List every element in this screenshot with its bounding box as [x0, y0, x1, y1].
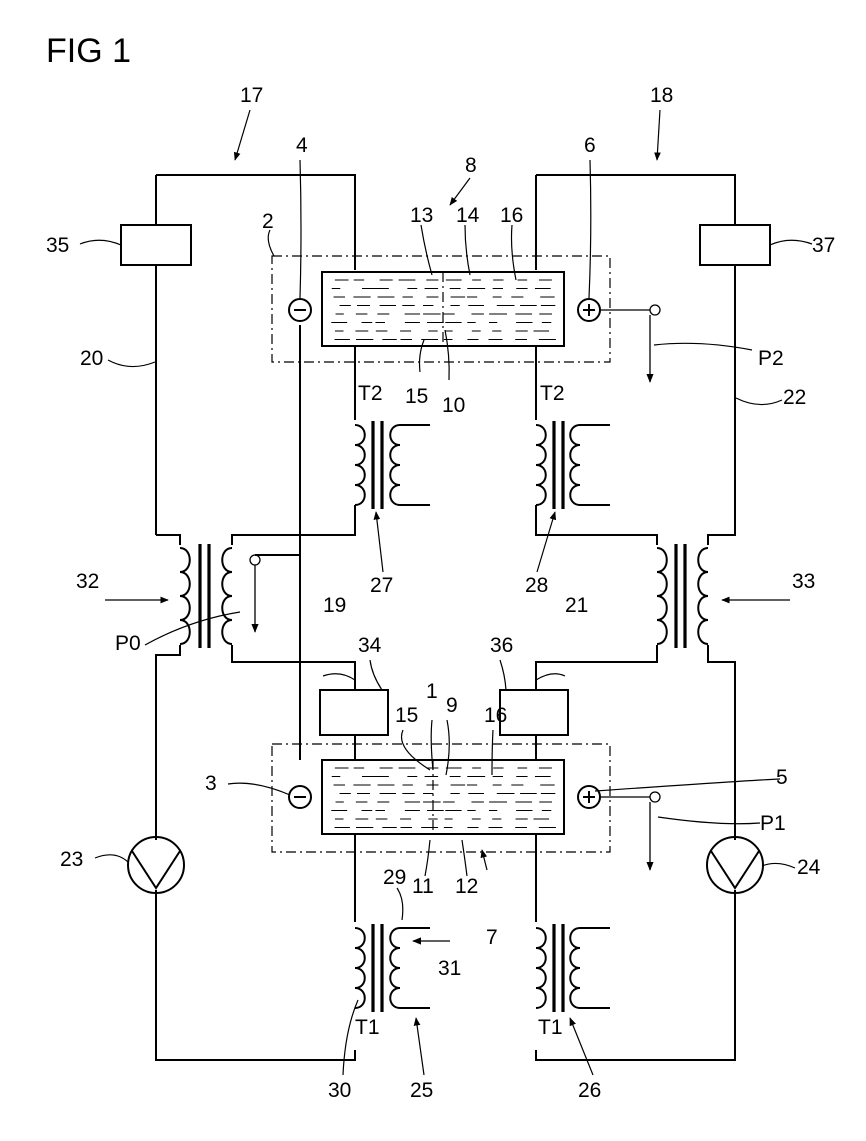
label-t1-right: T1: [538, 1016, 563, 1039]
box-34: [320, 690, 388, 735]
label-14: 14: [456, 204, 480, 227]
label-24: 24: [797, 856, 821, 879]
figure-title: FIG 1: [46, 32, 131, 70]
label-7: 7: [486, 926, 498, 949]
label-1: 1: [426, 680, 438, 703]
label-22: 22: [783, 386, 806, 409]
label-12: 12: [455, 875, 478, 898]
label-2: 2: [262, 210, 274, 233]
box-37: [700, 225, 770, 265]
label-t2-left: T2: [358, 382, 383, 405]
label-23: 23: [60, 848, 83, 871]
box-35: [121, 225, 191, 265]
transformer-33: [657, 544, 708, 648]
label-35: 35: [46, 234, 69, 257]
label-19: 19: [323, 594, 346, 617]
label-16-upper: 16: [500, 204, 523, 227]
label-8: 8: [465, 154, 477, 177]
label-6: 6: [584, 134, 596, 157]
label-p2: P2: [758, 347, 784, 370]
label-3: 3: [205, 772, 217, 795]
label-t2-right: T2: [540, 382, 565, 405]
label-33: 33: [792, 570, 815, 593]
label-p0: P0: [115, 632, 141, 655]
label-15-upper: 15: [405, 385, 428, 408]
right-loop: [536, 175, 735, 1060]
transformer-28: [536, 421, 610, 509]
label-5: 5: [776, 766, 788, 789]
pump-23: [128, 837, 184, 893]
transformer-25: [355, 924, 430, 1012]
label-32: 32: [76, 570, 99, 593]
label-p1: P1: [760, 812, 786, 835]
label-t1-left: T1: [355, 1016, 380, 1039]
label-34: 34: [358, 634, 382, 657]
label-29: 29: [383, 866, 406, 889]
label-36: 36: [490, 634, 513, 657]
label-17: 17: [240, 84, 263, 107]
label-4: 4: [296, 134, 308, 157]
transformer-27: [355, 421, 430, 509]
label-10: 10: [442, 394, 465, 417]
label-30: 30: [328, 1079, 351, 1102]
label-13: 13: [410, 204, 433, 227]
label-25: 25: [410, 1079, 433, 1102]
label-28: 28: [525, 574, 548, 597]
label-11: 11: [412, 875, 434, 898]
pump-24: [707, 837, 763, 893]
transformer-26: [536, 924, 610, 1012]
label-31: 31: [438, 957, 461, 980]
label-9: 9: [446, 694, 458, 717]
label-18: 18: [650, 84, 673, 107]
label-16-lower: 16: [484, 704, 507, 727]
cell-lower: [272, 744, 660, 870]
label-21: 21: [565, 594, 588, 617]
transformer-32: [180, 544, 232, 648]
box-36: [500, 690, 568, 735]
label-37: 37: [812, 234, 835, 257]
label-27: 27: [370, 574, 393, 597]
label-26: 26: [578, 1079, 601, 1102]
cell-upper: [272, 256, 660, 382]
label-15-lower: 15: [395, 704, 418, 727]
label-20: 20: [80, 347, 103, 370]
